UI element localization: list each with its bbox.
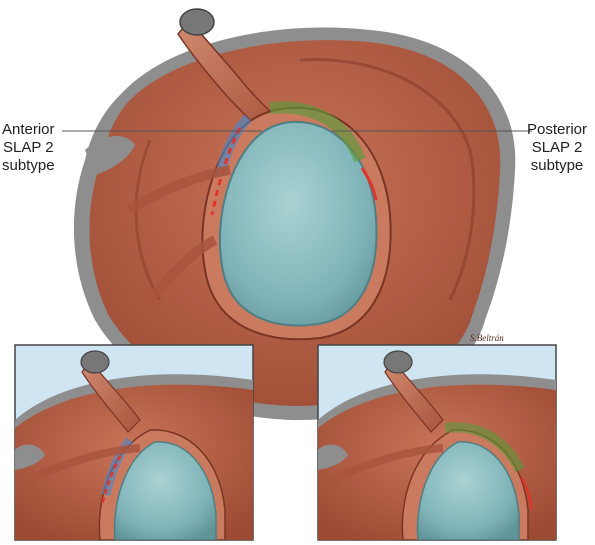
anterior-label: Anterior SLAP 2 subtype — [2, 121, 55, 175]
posterior-label-line3: subtype — [530, 157, 584, 174]
main-view — [62, 8, 532, 420]
inset-anterior — [14, 344, 254, 541]
red-tear-edge-anterior — [210, 127, 242, 216]
posterior-label: Posterior SLAP 2 subtype — [527, 121, 587, 175]
posterior-tear-zone — [269, 101, 366, 163]
capsule-shading — [299, 58, 476, 301]
posterior-label-line2: SLAP 2 — [531, 139, 583, 156]
anterior-label-line3: subtype — [2, 157, 55, 174]
artist-signature: S.Beltrán — [470, 333, 504, 343]
ligament-band — [127, 165, 231, 215]
posterior-label-line1: Posterior — [527, 121, 588, 138]
tendon-cut-end — [179, 8, 215, 36]
anterior-label-line2: SLAP 2 — [2, 139, 54, 156]
red-tear-edge-posterior — [360, 167, 378, 201]
left-notch — [85, 135, 135, 175]
anterior-label-line1: Anterior — [2, 121, 55, 138]
inset-posterior — [317, 344, 557, 541]
